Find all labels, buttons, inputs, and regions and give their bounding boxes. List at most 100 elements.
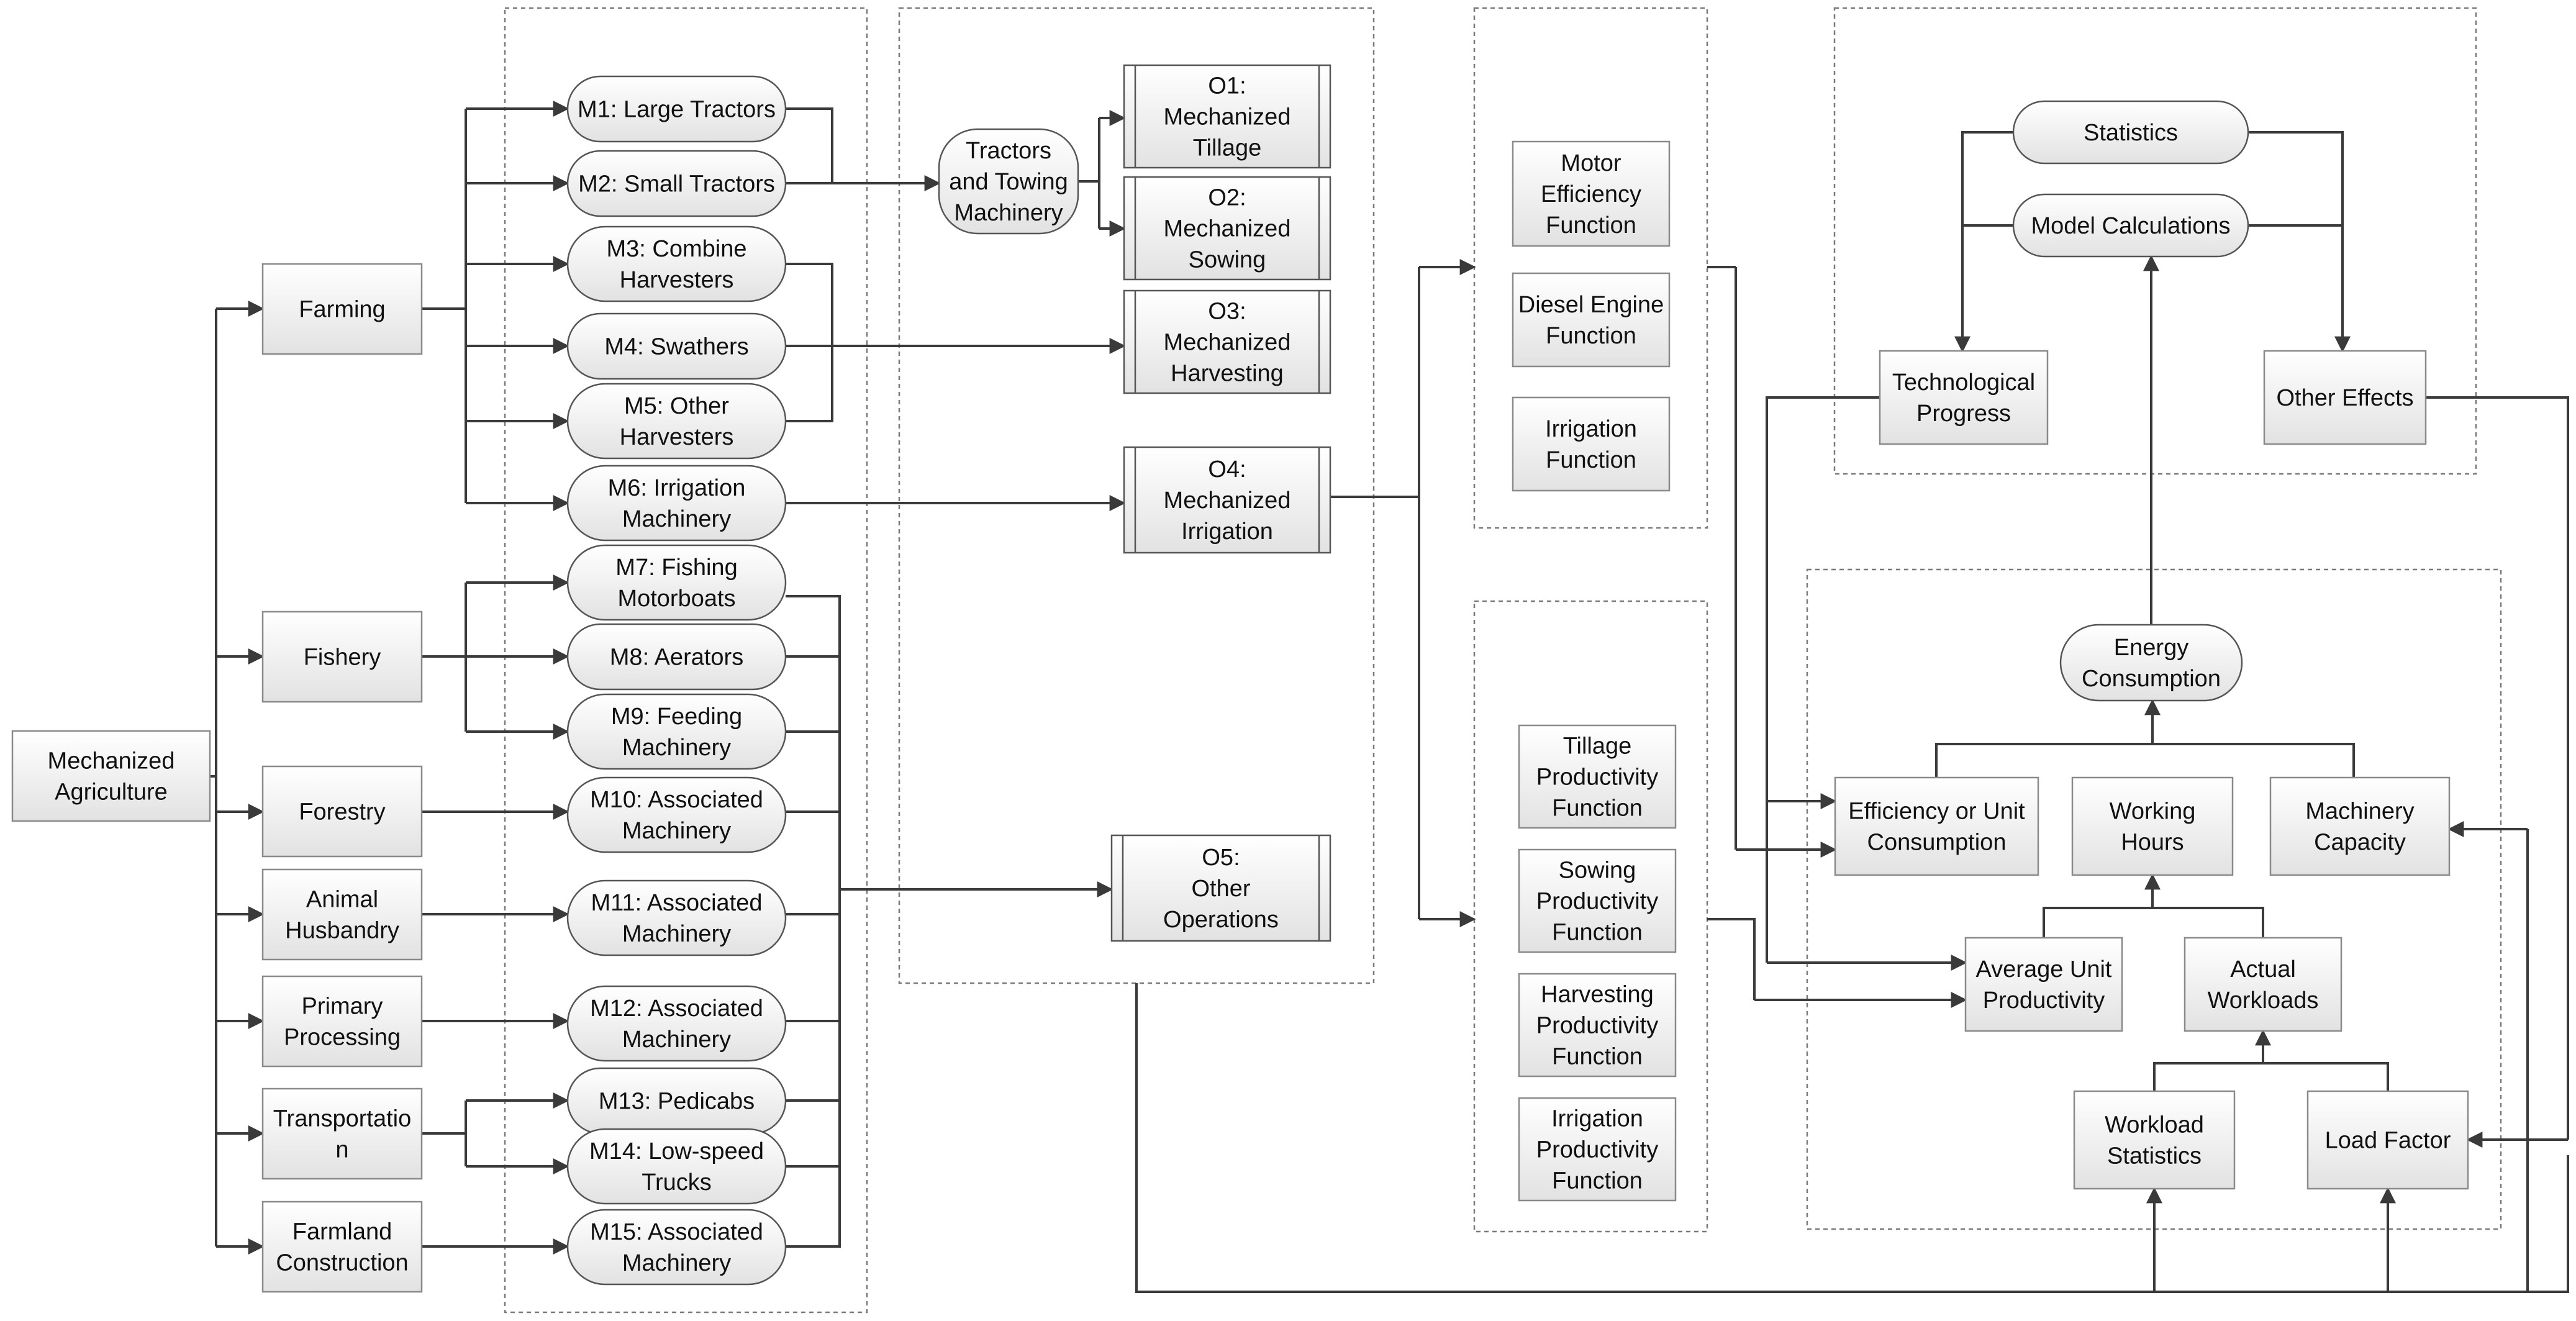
node-label: Motor xyxy=(1561,150,1621,176)
node-forestry[interactable]: Forestry xyxy=(261,765,423,858)
node-shape xyxy=(261,868,423,961)
node-fishery[interactable]: Fishery xyxy=(261,611,423,703)
node-label: Mechanized xyxy=(1164,488,1291,514)
node-shape xyxy=(261,1201,423,1293)
node-loadfac[interactable]: Load Factor xyxy=(2306,1090,2469,1190)
node-m13[interactable]: M13: Pedicabs xyxy=(566,1067,787,1135)
node-label: Mechanized xyxy=(1164,104,1291,130)
node-m8[interactable]: M8: Aerators xyxy=(566,623,787,691)
node-shape xyxy=(1518,848,1677,953)
node-label: Harvesters xyxy=(620,267,734,293)
connector-line xyxy=(1935,743,2355,778)
node-label: Machinery xyxy=(622,1250,731,1276)
node-m2[interactable]: M2: Small Tractors xyxy=(566,150,787,217)
node-label: Agriculture xyxy=(55,779,168,806)
node-label: M1: Large Tractors xyxy=(578,97,776,123)
node-farming[interactable]: Farming xyxy=(261,263,423,355)
node-shape xyxy=(261,765,423,858)
node-label: Productivity xyxy=(1536,765,1658,791)
node-label: Harvesting xyxy=(1541,982,1654,1008)
node-shape xyxy=(2263,350,2427,445)
node-m4[interactable]: M4: Swathers xyxy=(566,312,787,380)
connector-line xyxy=(2043,907,2264,938)
node-label: Other xyxy=(1191,876,1250,902)
node-label: Progress xyxy=(1916,401,2011,427)
node-label: Forestry xyxy=(299,799,385,825)
node-shape xyxy=(2059,624,2243,702)
module-frame-distribution xyxy=(504,7,868,1314)
node-label: M14: Low-speed xyxy=(589,1138,764,1164)
node-shape xyxy=(261,263,423,355)
node-label: Workloads xyxy=(2208,987,2319,1014)
node-label: Load Factor xyxy=(2325,1128,2451,1154)
node-stats[interactable]: Statistics xyxy=(2012,100,2249,165)
node-shape xyxy=(566,544,787,621)
node-label: Diesel Engine xyxy=(1518,292,1664,318)
node-label: Tillage xyxy=(1563,733,1632,760)
node-label: O4: xyxy=(1208,456,1246,483)
node-othereff[interactable]: Other Effects xyxy=(2263,350,2427,445)
connector-line xyxy=(2248,131,2344,351)
module-frame-productivity xyxy=(1473,600,1708,1233)
node-label: n xyxy=(335,1137,348,1163)
node-m1[interactable]: M1: Large Tractors xyxy=(566,75,787,143)
node-label: Statistics xyxy=(2107,1143,2202,1169)
node-label: Function xyxy=(1552,796,1643,822)
node-shape xyxy=(566,693,787,770)
node-label: O2: xyxy=(1208,185,1246,211)
connector-line xyxy=(1135,983,2569,1293)
node-shape xyxy=(566,776,787,853)
node-shape xyxy=(566,623,787,691)
connector-line xyxy=(786,263,833,422)
node-shape xyxy=(938,128,1079,235)
node-label: Function xyxy=(1552,1044,1643,1070)
node-shape xyxy=(566,879,787,956)
node-label: M13: Pedicabs xyxy=(599,1089,755,1115)
node-label: Function xyxy=(1546,212,1636,238)
node-label: Hours xyxy=(2121,830,2184,856)
node-label: Function xyxy=(1546,323,1636,349)
node-shape xyxy=(1518,724,1677,829)
node-modelcalc[interactable]: Model Calculations xyxy=(2012,193,2249,258)
node-label: M2: Small Tractors xyxy=(578,171,775,197)
node-label: M12: Associated xyxy=(590,996,763,1022)
node-label: Productivity xyxy=(1536,889,1658,915)
